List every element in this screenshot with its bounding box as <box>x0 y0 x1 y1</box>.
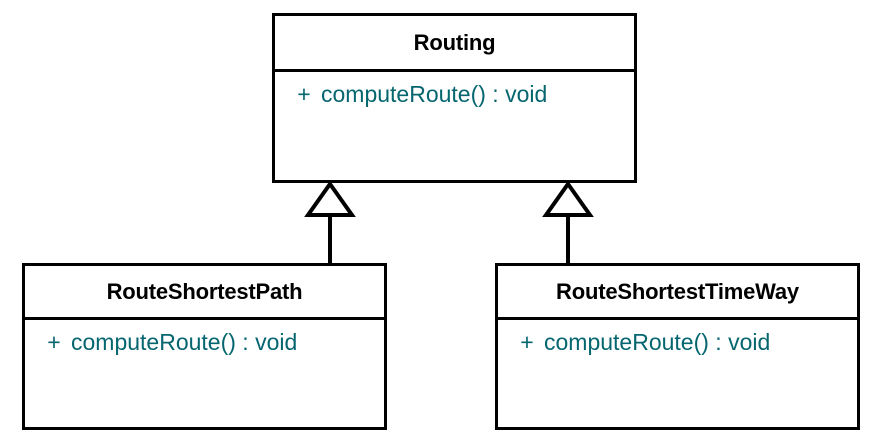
hollow-triangle-arrowhead-icon <box>304 180 356 217</box>
uml-class-members-compartment: + computeRoute() : void <box>275 72 634 180</box>
uml-member-row: + computeRoute() : void <box>498 329 857 356</box>
uml-class-route-shortest-time-way[interactable]: RouteShortestTimeWay + computeRoute() : … <box>495 263 860 430</box>
uml-class-title: RouteShortestTimeWay <box>498 266 857 320</box>
uml-class-title: RouteShortestPath <box>25 266 384 320</box>
uml-member-signature: computeRoute() : void <box>321 81 548 107</box>
uml-class-members-compartment: + computeRoute() : void <box>498 320 857 427</box>
uml-member-row: + computeRoute() : void <box>275 81 634 108</box>
uml-class-routing[interactable]: Routing + computeRoute() : void <box>272 13 637 183</box>
uml-member-signature: computeRoute() : void <box>544 329 771 355</box>
hollow-triangle-arrowhead-icon <box>542 180 594 217</box>
uml-member-visibility: + <box>47 329 61 355</box>
uml-member-row: + computeRoute() : void <box>25 329 384 356</box>
generalization-route-shortest-path <box>304 180 356 264</box>
generalization-route-shortest-time-way <box>542 180 594 264</box>
uml-class-title: Routing <box>275 16 634 72</box>
uml-class-members-compartment: + computeRoute() : void <box>25 320 384 427</box>
uml-member-signature: computeRoute() : void <box>71 329 298 355</box>
uml-member-visibility: + <box>520 329 534 355</box>
uml-class-route-shortest-path[interactable]: RouteShortestPath + computeRoute() : voi… <box>22 263 387 430</box>
uml-member-visibility: + <box>297 81 311 107</box>
